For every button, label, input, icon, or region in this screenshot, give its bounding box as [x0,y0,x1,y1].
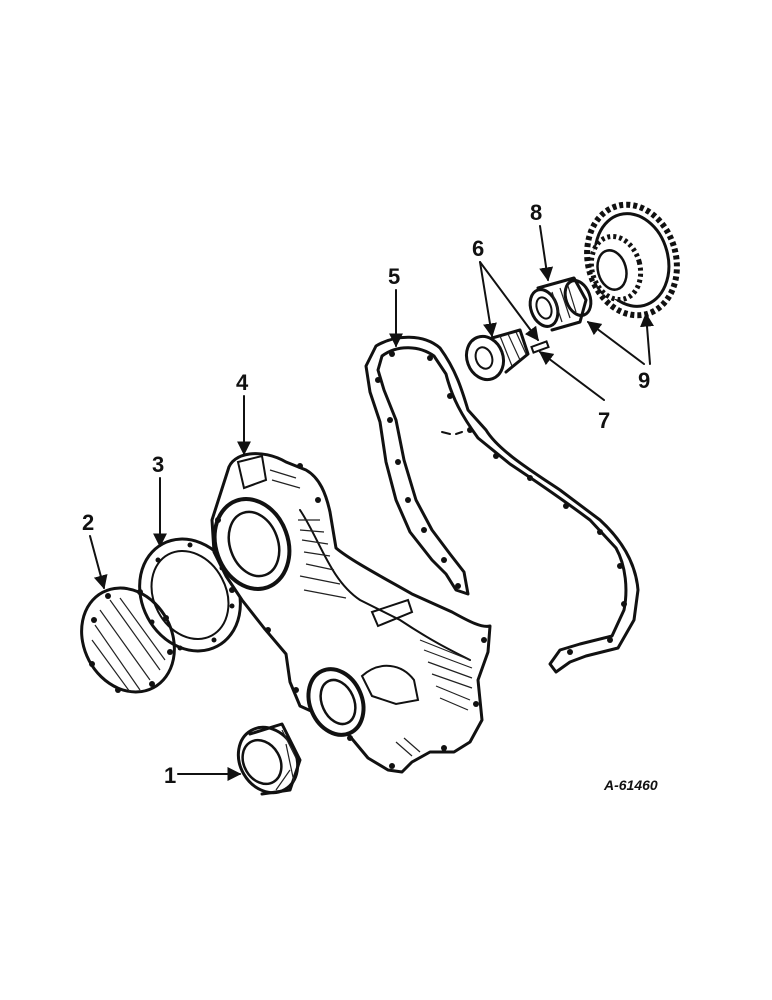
callout-numbers: 1 2 3 4 5 6 7 8 9 [82,200,650,788]
callout-7: 7 [598,408,610,433]
flanged-bushing [464,328,530,382]
callout-2: 2 [82,510,94,535]
cover-plate [80,586,176,694]
callout-3: 3 [152,452,164,477]
figure-id: A-61460 [603,777,658,793]
callout-6: 6 [472,236,484,261]
callout-1: 1 [164,763,176,788]
cover-gasket [364,335,640,674]
callout-9: 9 [638,368,650,393]
leader-lines [89,225,654,781]
callout-5: 5 [388,264,400,289]
callout-4: 4 [236,370,249,395]
timing-gear-cover [210,452,492,774]
dowel-pin [530,340,550,354]
bushing-sleeve [528,276,593,332]
callout-8: 8 [530,200,542,225]
oil-seal [236,722,302,796]
stray-marks [441,431,463,435]
